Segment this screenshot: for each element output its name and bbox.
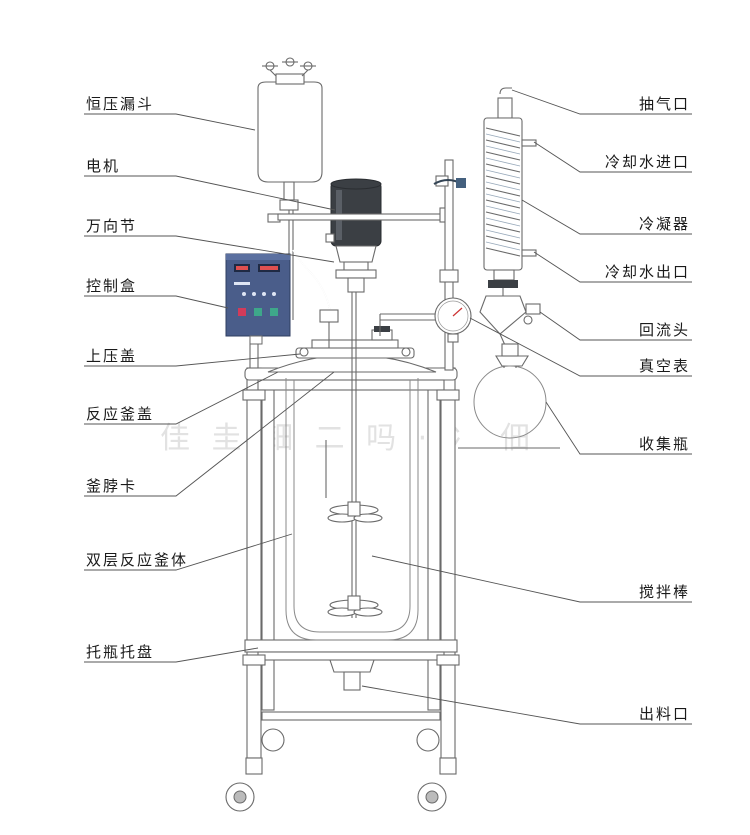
stirrer-drawing <box>325 290 383 618</box>
casters <box>225 728 457 812</box>
label-funnel: 恒压漏斗 <box>86 95 154 113</box>
label-collector: 收集瓶 <box>639 435 690 453</box>
labels-left: 恒压漏斗 电机 万向节 控制盒 上压盖 反应釜盖 釜脖卡 双层反应釜体 托瓶托盘 <box>86 95 188 661</box>
motor-drawing <box>325 178 382 293</box>
vessel <box>285 378 419 691</box>
label-upper-lid: 上压盖 <box>86 347 137 365</box>
svg-text:佳 圭 钿 二 吗 · 冫 佃: 佳 圭 钿 二 吗 · 冫 佃 <box>160 421 536 456</box>
label-vacuum-port: 抽气口 <box>639 95 690 113</box>
label-body: 双层反应釜体 <box>86 551 188 569</box>
reactor-lid-drawing <box>267 326 437 373</box>
labels-right: 抽气口 冷却水进口 冷凝器 冷却水出口 回流头 真空表 收集瓶 搅拌棒 出料口 <box>605 95 690 723</box>
funnel-drawing <box>257 57 339 348</box>
label-tray: 托瓶托盘 <box>86 643 154 661</box>
support-bar <box>277 159 459 371</box>
frame <box>242 339 460 759</box>
leader-lines <box>84 89 692 725</box>
label-water-in: 冷却水进口 <box>605 153 690 171</box>
label-water-out: 冷却水出口 <box>605 263 690 281</box>
label-clamp: 釜脖卡 <box>86 477 137 495</box>
label-reactor-lid: 反应釜盖 <box>86 405 154 423</box>
watermark: 佳 圭 钿 二 吗 · 冫 佃 <box>160 421 536 456</box>
reflux-gauge-drawing <box>379 295 541 353</box>
label-joint: 万向节 <box>86 217 137 235</box>
label-gauge: 真空表 <box>639 357 690 375</box>
control-box-drawing <box>225 253 291 345</box>
label-control-box: 控制盒 <box>86 277 137 295</box>
label-reflux: 回流头 <box>639 321 690 339</box>
equipment-drawing <box>225 57 560 812</box>
label-condenser: 冷凝器 <box>639 215 690 233</box>
condenser-drawing <box>433 87 537 300</box>
label-outlet: 出料口 <box>639 705 690 723</box>
label-motor: 电机 <box>86 157 120 175</box>
label-stirrer: 搅拌棒 <box>639 583 690 601</box>
